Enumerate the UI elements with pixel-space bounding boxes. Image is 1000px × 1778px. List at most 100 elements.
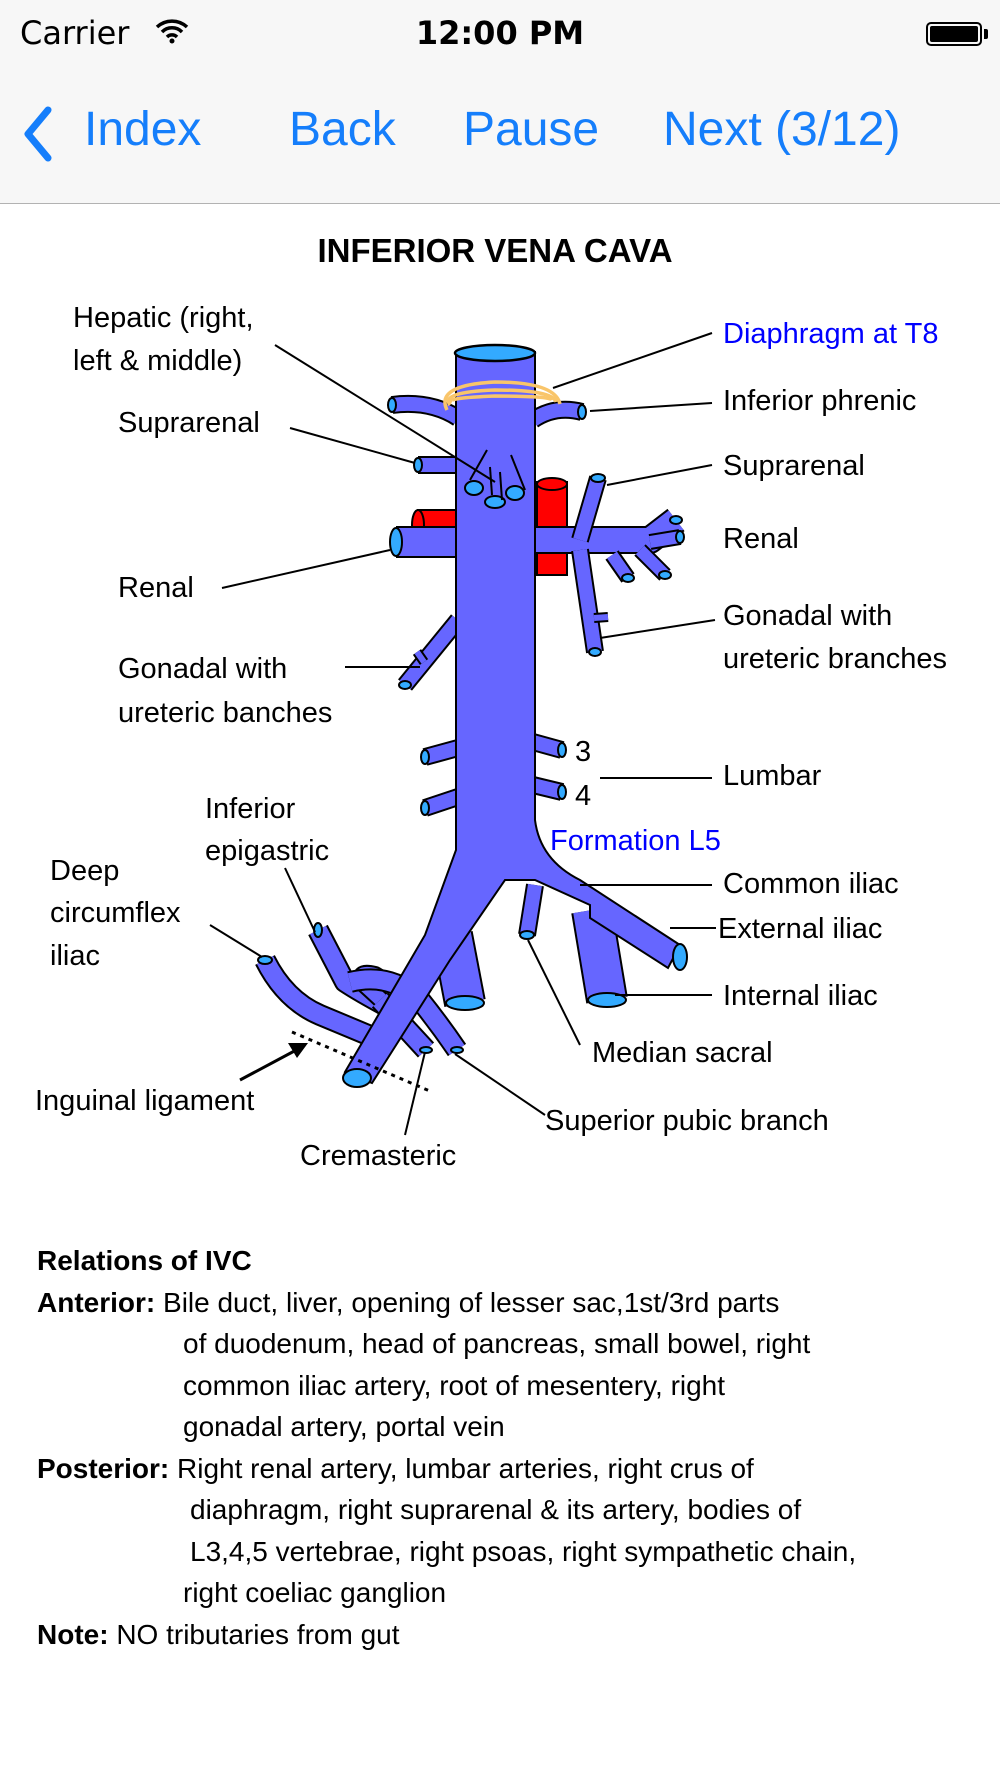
label-hepatic-2: left & middle) — [73, 345, 242, 377]
next-button[interactable]: Next (3/12) — [663, 103, 901, 156]
relations-section: Relations of IVC Anterior: Bile duct, li… — [37, 1240, 856, 1655]
gonadal-right-vein — [573, 548, 602, 654]
vessel-opening — [387, 397, 397, 413]
inguinal-ligament-line — [291, 1030, 433, 1094]
label-common-iliac: Common iliac — [723, 868, 899, 900]
suprarenal-right-vein — [573, 476, 605, 542]
vessel-opening — [398, 680, 412, 690]
vessel-opening — [445, 995, 485, 1011]
battery-icon — [926, 22, 982, 46]
label-diaphragm: Diaphragm at T8 — [723, 318, 938, 350]
vessel-opening — [557, 784, 567, 800]
label-median-sacral: Median sacral — [592, 1037, 773, 1069]
label-gonadal-left: Gonadal with — [118, 653, 287, 685]
ivc-diagram: INFERIOR VENA CAVA — [35, 232, 947, 1172]
label-gonadal-right: Gonadal with — [723, 600, 892, 632]
back-button[interactable]: Back — [289, 103, 396, 156]
vessel-opening — [669, 515, 683, 525]
renal-right-branch-2-vein — [635, 545, 670, 580]
label-formation: Formation L5 — [550, 825, 721, 857]
note-text: NO tributaries from gut — [116, 1618, 400, 1650]
label-internal-iliac: Internal iliac — [723, 980, 878, 1012]
navigation-bar: Index Back Pause Next (3/12) — [0, 66, 1000, 204]
anterior-label: Anterior: — [37, 1286, 156, 1318]
label-lumbar-4: 4 — [575, 780, 591, 812]
median-sacral-vein — [520, 883, 542, 937]
label-inferior-epigastric-2: epigastric — [205, 835, 329, 867]
battery-tip — [984, 29, 988, 39]
posterior-text: diaphragm, right suprarenal & its artery… — [190, 1494, 802, 1525]
lumbar-left-4-vein — [422, 790, 461, 815]
vessel-opening — [257, 955, 273, 965]
vessel-opening — [587, 992, 627, 1008]
ivc-trunk — [343, 351, 682, 1085]
vessel-opening — [621, 573, 635, 583]
carrier-label: Carrier — [20, 14, 130, 52]
anterior-text: Bile duct, liver, opening of lesser sac,… — [163, 1286, 780, 1318]
vessel-opening — [450, 1046, 464, 1054]
vessel-opening — [413, 457, 423, 473]
label-gonadal-left-2: ureteric banches — [118, 697, 332, 729]
label-superior-pubic: Superior pubic branch — [545, 1105, 829, 1137]
label-lumbar-3: 3 — [575, 736, 591, 768]
hepatic-veins — [469, 449, 526, 501]
vessel-opening — [658, 570, 672, 580]
vessel-opening — [464, 480, 484, 496]
internal-iliac-right-vein — [573, 906, 626, 1004]
vessel-opening — [342, 1068, 372, 1088]
gonadal-right-stub-vein — [593, 614, 609, 621]
pause-button[interactable]: Pause — [463, 103, 600, 156]
anterior-text: of duodenum, head of pancreas, small bow… — [183, 1328, 811, 1359]
label-renal-left: Renal — [118, 572, 194, 604]
gonadal-left-stub-vein — [414, 650, 427, 664]
wifi-icon — [155, 19, 189, 44]
vessel-opening — [672, 943, 688, 971]
gonadal-left-vein — [399, 615, 464, 690]
vessel-opening — [590, 473, 606, 483]
chevron-left-icon[interactable] — [22, 106, 52, 162]
posterior-label: Posterior: — [37, 1452, 170, 1484]
label-suprarenal-left: Suprarenal — [118, 407, 260, 439]
diagram-title: INFERIOR VENA CAVA — [317, 232, 672, 269]
vessel-opening — [484, 495, 506, 509]
label-inferior-epigastric: Inferior — [205, 793, 296, 825]
label-cremasteric: Cremasteric — [300, 1140, 456, 1172]
label-inferior-phrenic: Inferior phrenic — [723, 385, 916, 417]
renal-right-branch-vein — [649, 531, 681, 548]
status-bar: Carrier 12:00 PM — [0, 0, 1000, 66]
posterior-text: L3,4,5 vertebrae, right psoas, right sym… — [190, 1535, 857, 1567]
vessel-opening — [420, 749, 430, 765]
vessel-openings — [257, 397, 688, 1088]
anterior-text: common iliac artery, root of mesentery, … — [183, 1369, 726, 1401]
diaphragm-ring — [443, 380, 562, 411]
vessel-opening — [420, 800, 430, 816]
label-deep-circumflex-2: circumflex — [50, 897, 181, 929]
index-button[interactable]: Index — [84, 103, 202, 156]
label-deep-circumflex: Deep — [50, 855, 119, 887]
vessel-opening — [313, 922, 323, 938]
label-hepatic: Hepatic (right, — [73, 302, 254, 334]
label-deep-circumflex-3: iliac — [50, 940, 100, 972]
lumbar-left-3-vein — [423, 741, 460, 764]
vessel-opening — [505, 485, 525, 501]
label-gonadal-right-2: ureteric branches — [723, 643, 947, 675]
label-external-iliac: External iliac — [718, 913, 882, 945]
inferior-phrenic-left-vein — [391, 396, 462, 425]
leader-lines — [209, 332, 716, 1136]
vessel-opening — [675, 530, 685, 544]
vessel-opening — [588, 647, 602, 657]
relations-heading: Relations of IVC — [37, 1245, 252, 1276]
deep-circumflex-iliac-vein — [256, 955, 372, 1044]
vessel-opening — [389, 527, 403, 557]
label-renal-right: Renal — [723, 523, 799, 555]
label-suprarenal-right: Suprarenal — [723, 450, 865, 482]
clock: 12:00 PM — [415, 14, 585, 52]
inguinal-arrow — [239, 1043, 308, 1082]
vessel-opening — [419, 1046, 433, 1054]
anterior-text: gonadal artery, portal vein — [183, 1411, 505, 1442]
ivc-top-lumen — [453, 343, 537, 363]
vessel-opening — [557, 742, 567, 758]
vessel-opening — [577, 404, 587, 420]
label-inguinal-ligament: Inguinal ligament — [35, 1085, 254, 1117]
label-lumbar: Lumbar — [723, 760, 822, 792]
